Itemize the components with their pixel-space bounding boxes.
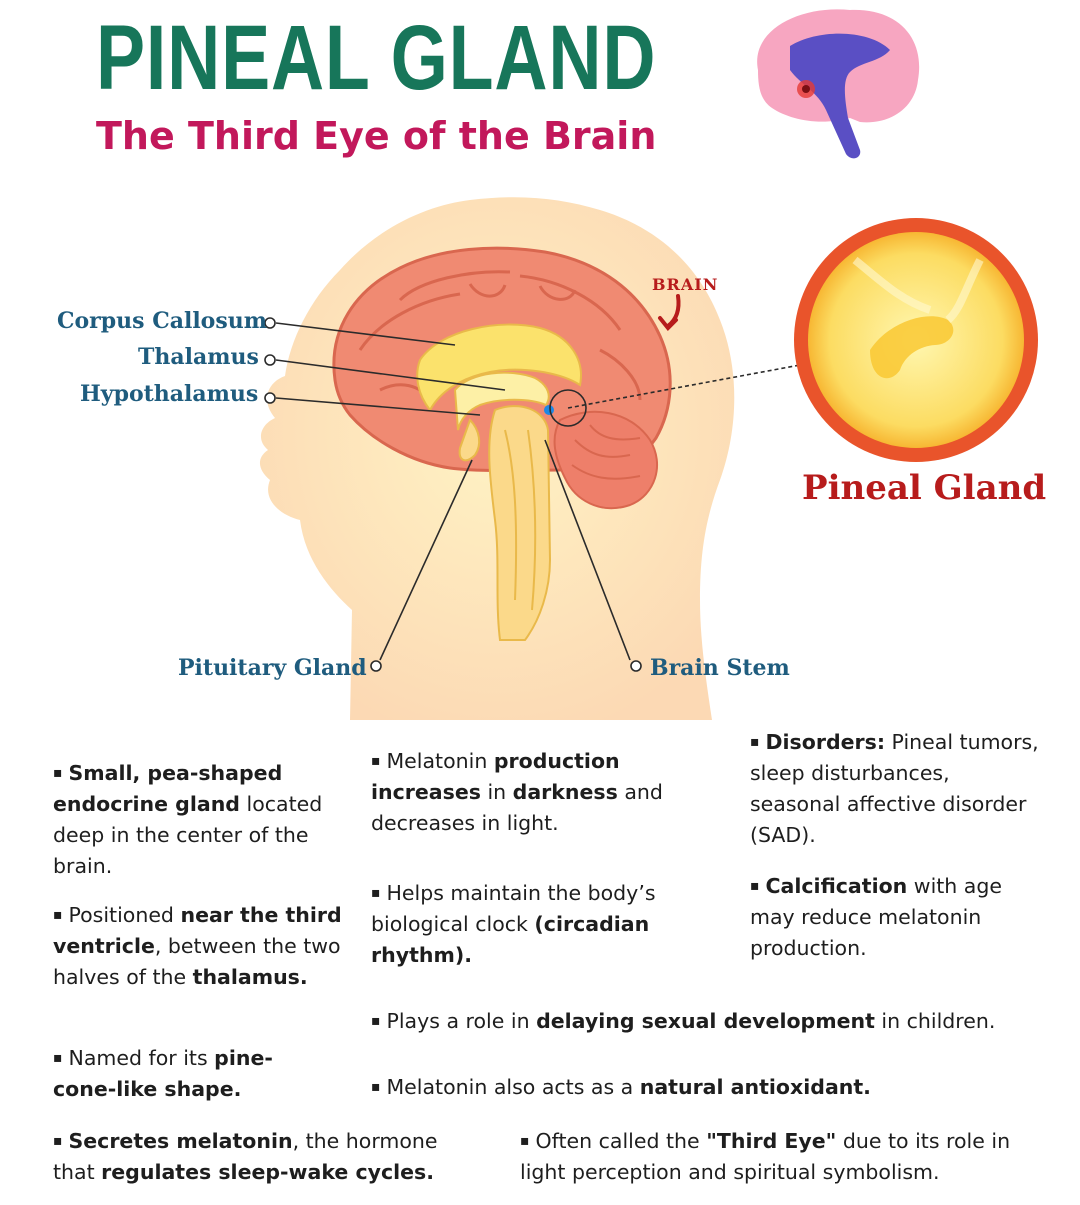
fact-pea-shaped: ▪Small, pea-shaped endocrine gland locat… [53, 758, 323, 882]
fact-third-eye: ▪ Often called the "Third Eye" due to its… [520, 1126, 1040, 1188]
fact-text: with age may reduce melatonin production… [750, 874, 1002, 960]
bullet-icon: ▪ [371, 1079, 381, 1095]
label-brain: BRAIN [652, 275, 719, 294]
bullet-icon: ▪ [520, 1133, 530, 1149]
label-thalamus: Thalamus [138, 344, 259, 370]
fact-text: , the hormone that [53, 1129, 438, 1184]
fact-text: Small, pea-shaped endocrine gland [53, 761, 283, 816]
fact-calcification: ▪ Calcification with age may reduce melat… [750, 871, 1040, 964]
brain-illustration [332, 246, 672, 641]
fact-text: Plays a role in [386, 1009, 537, 1033]
bullet-icon: ▪ [371, 885, 381, 901]
fact-text: Named for its [68, 1046, 215, 1070]
fact-text: Melatonin [386, 749, 494, 773]
anatomy-diagram [259, 9, 1038, 720]
page-title: PINEAL GLAND [96, 7, 657, 109]
fact-text: Helps maintain the body’s biological clo… [371, 881, 656, 936]
bullet-icon: ▪ [53, 1050, 63, 1066]
fact-antioxidant: ▪ Melatonin also acts as a natural antiox… [371, 1072, 1051, 1103]
brain-arrow-icon [658, 294, 681, 331]
fact-disorders: ▪ Disorders: Pineal tumors, sleep disturb… [750, 727, 1040, 851]
fact-text: "Third Eye" [706, 1129, 837, 1153]
fact-text: Pineal tumors, sleep disturbances, seaso… [750, 730, 1039, 847]
fact-text: and decreases in light. [371, 780, 663, 835]
fact-text: Disorders: [765, 730, 886, 754]
fact-text: in children. [874, 1009, 996, 1033]
label-brain-stem: Brain Stem [650, 655, 790, 681]
fact-text: delaying sexual development [536, 1009, 875, 1033]
fact-secretes-melatonin: ▪ Secretes melatonin, the hormone that re… [53, 1126, 473, 1188]
fact-text: pine-cone-like shape. [53, 1046, 273, 1101]
fact-biological-clock: ▪Helps maintain the body’s biological cl… [371, 878, 661, 971]
bullet-icon: ▪ [53, 765, 63, 781]
fact-text: darkness [512, 780, 618, 804]
fact-text: Calcification [765, 874, 908, 898]
bullet-icon: ▪ [53, 907, 63, 923]
fact-text: located deep in the center of the brain. [53, 792, 323, 878]
bullet-icon: ▪ [371, 753, 381, 769]
label-hypothalamus: Hypothalamus [80, 381, 259, 407]
fact-melatonin-darkness: ▪ Melatonin production increases in darkn… [371, 746, 671, 839]
fact-text: Often called the [535, 1129, 707, 1153]
page-subtitle: The Third Eye of the Brain [96, 114, 657, 158]
fact-text: , between the two halves of the [53, 934, 341, 989]
brain-thumbnail-icon [757, 9, 920, 159]
bullet-icon: ▪ [371, 1013, 381, 1029]
fact-text: Secretes melatonin [68, 1129, 293, 1153]
fact-pine-cone: ▪ Named for its pine-cone-like shape. [53, 1043, 323, 1105]
label-corpus-callosum: Corpus Callosum [57, 308, 268, 334]
label-pituitary-gland: Pituitary Gland [178, 655, 367, 681]
fact-text: Melatonin also acts as a [386, 1075, 640, 1099]
fact-text: regulates sleep-wake cycles. [101, 1160, 435, 1184]
fact-text: natural antioxidant. [639, 1075, 871, 1099]
fact-text: due to its role in light perception and … [520, 1129, 1011, 1184]
pineal-magnified-view [794, 218, 1038, 462]
fact-text: near the third ventricle [53, 903, 342, 958]
fact-third-ventricle: ▪ Positioned near the third ventricle, be… [53, 900, 343, 993]
bullet-icon: ▪ [53, 1133, 63, 1149]
label-pineal-gland: Pineal Gland [802, 468, 1047, 508]
fact-text: thalamus. [192, 965, 308, 989]
callout-lines [264, 317, 801, 672]
bullet-icon: ▪ [750, 734, 760, 750]
fact-text: production increases [371, 749, 620, 804]
fact-text: in [480, 780, 513, 804]
fact-text: (circadian rhythm). [371, 912, 650, 967]
fact-sexual-development: ▪ Plays a role in delaying sexual develop… [371, 1006, 1051, 1037]
bullet-icon: ▪ [750, 878, 760, 894]
fact-text: Positioned [68, 903, 181, 927]
